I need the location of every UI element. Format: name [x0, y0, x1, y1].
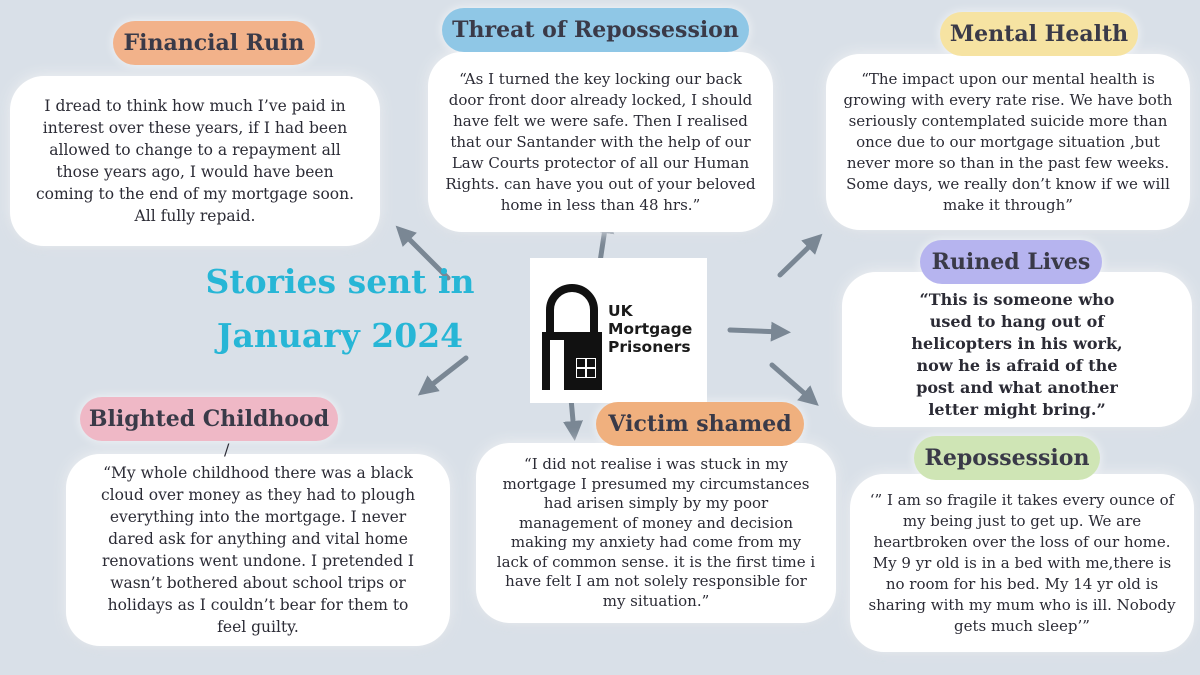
headline-line2: January 2024 — [216, 316, 464, 355]
blighted-childhood-text: “My whole childhood there was a black cl… — [100, 464, 416, 636]
ruined-lives-title: Ruined Lives — [920, 240, 1102, 284]
mental-health-title: Mental Health — [940, 12, 1138, 56]
stray-mark: / — [224, 440, 230, 459]
ruined-lives-text: “This is someone who used to hang out of… — [911, 289, 1123, 419]
logo-line3: Prisoners — [608, 338, 691, 356]
logo: UK Mortgage Prisoners — [530, 258, 707, 403]
logo-line1: UK — [608, 302, 633, 320]
padlock-house-icon — [542, 284, 602, 390]
arrow-to-ruined-lives — [727, 321, 791, 342]
victim-shamed-title: Victim shamed — [596, 402, 804, 446]
repossession-card: ‘” I am so fragile it takes every ounce … — [850, 474, 1194, 652]
mental-health-card: “The impact upon our mental health is gr… — [826, 54, 1190, 230]
blighted-childhood-card: “My whole childhood there was a black cl… — [66, 454, 450, 646]
logo-wordmark: UK Mortgage Prisoners — [608, 302, 692, 356]
blighted-childhood-title: Blighted Childhood — [80, 397, 338, 441]
repossession-text: ‘” I am so fragile it takes every ounce … — [868, 490, 1176, 635]
mental-health-text: “The impact upon our mental health is gr… — [843, 69, 1173, 214]
repossession-title: Repossession — [914, 436, 1100, 480]
headline-line1: Stories sent in — [205, 262, 475, 301]
arrow-to-blighted-childhood — [417, 355, 469, 396]
arrow-to-repossession — [769, 362, 819, 406]
arrow-to-financial-ruin — [395, 225, 451, 281]
threat-text: “As I turned the key locking our back do… — [445, 69, 756, 214]
ruined-lives-card: “This is someone who used to hang out of… — [842, 272, 1192, 427]
arrow-to-mental-health — [777, 233, 823, 278]
threat-title: Threat of Repossession — [442, 8, 749, 52]
financial-ruin-text: I dread to think how much I’ve paid in i… — [35, 97, 355, 225]
victim-shamed-text: “I did not realise i was stuck in my mor… — [496, 455, 816, 610]
victim-shamed-card: “I did not realise i was stuck in my mor… — [476, 443, 836, 623]
logo-line2: Mortgage — [608, 320, 693, 338]
threat-card: “As I turned the key locking our back do… — [428, 52, 773, 232]
financial-ruin-card: I dread to think how much I’ve paid in i… — [10, 76, 380, 246]
financial-ruin-title: Financial Ruin — [113, 21, 315, 65]
